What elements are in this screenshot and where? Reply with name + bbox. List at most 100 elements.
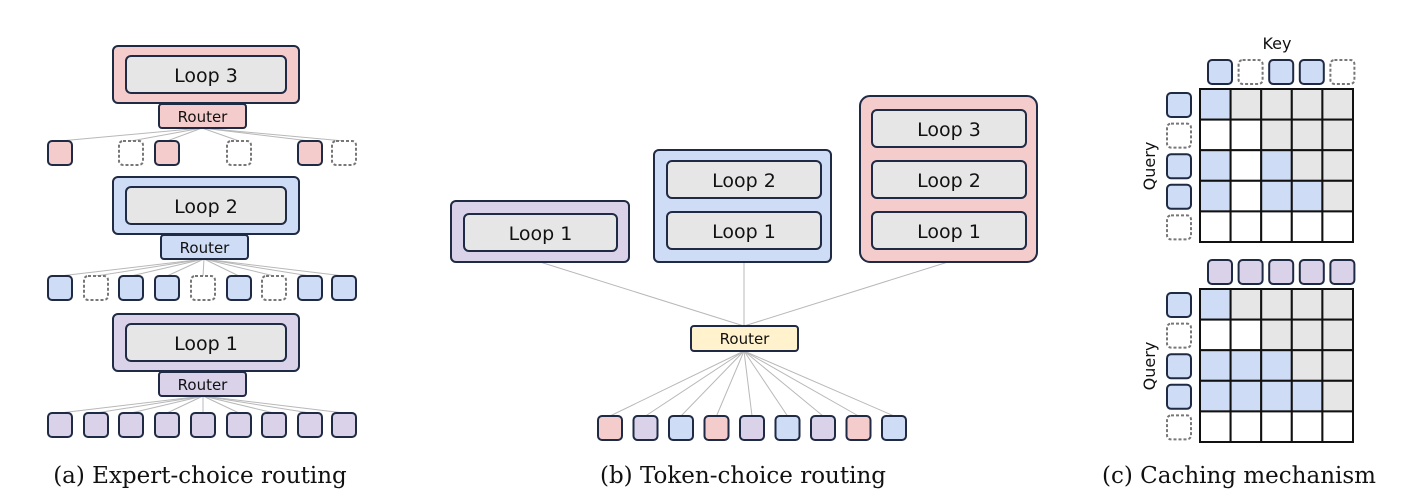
expert-connector-line bbox=[203, 258, 240, 277]
expert-token-row-2-6 bbox=[226, 275, 252, 301]
caching-top-query-token-2 bbox=[1166, 122, 1192, 149]
caching-top-query-token-1 bbox=[1166, 92, 1192, 118]
expert-token-row-2-2 bbox=[83, 275, 109, 301]
caching-bottom-query-token-2 bbox=[1166, 322, 1192, 349]
expert-connector-line bbox=[201, 127, 240, 142]
expert-connector-line bbox=[201, 127, 345, 142]
caching-bottom-cell-2-3 bbox=[1260, 318, 1293, 352]
caching-bottom-key-token-4 bbox=[1298, 259, 1325, 285]
caching-top-cell-1-3 bbox=[1260, 88, 1293, 121]
expert-loop-3-label: Loop 3 bbox=[174, 65, 238, 87]
expert-token-row-2-7 bbox=[261, 275, 287, 301]
caching-top-cell-5-3 bbox=[1260, 210, 1293, 243]
token-stack-1-loop-1 bbox=[463, 213, 618, 252]
token-choice-tokens bbox=[597, 415, 907, 441]
token-stack-3-loop-1-label: Loop 1 bbox=[917, 221, 981, 243]
panel-expert-choice: Loop 3 Router Loop 2 Router Loop 1 Route… bbox=[47, 45, 357, 489]
expert-choice-connectors bbox=[59, 127, 345, 414]
caching-top-cell-5-2 bbox=[1229, 210, 1263, 243]
token-connector-line bbox=[680, 350, 745, 417]
token-choice-router: Router bbox=[690, 325, 799, 352]
token-stack-2: Loop 2 Loop 1 bbox=[653, 149, 832, 263]
expert-connector-line bbox=[59, 395, 204, 414]
expert-connector-line bbox=[166, 395, 204, 414]
caching-bottom-cell-5-1 bbox=[1199, 410, 1232, 443]
caching-bottom-key-token-1 bbox=[1207, 259, 1233, 285]
caching-top-matrix bbox=[1166, 59, 1356, 243]
caching-top-cell-4-2 bbox=[1229, 179, 1263, 213]
token-stack-3: Loop 3 Loop 2 Loop 1 bbox=[859, 95, 1038, 263]
expert-connector-line bbox=[59, 127, 203, 142]
key-axis-label: Key bbox=[1262, 34, 1291, 53]
caching-bottom-key-token-3 bbox=[1268, 259, 1295, 285]
caching-top-cell-1-4 bbox=[1290, 88, 1324, 121]
expert-loop-2-block: Loop 2 bbox=[112, 176, 300, 235]
caching-bottom-cell-5-5 bbox=[1321, 410, 1355, 443]
caching-top-cell-2-3 bbox=[1260, 118, 1293, 152]
caching-bottom-cell-3-2 bbox=[1229, 349, 1263, 382]
token-choice-token-9 bbox=[881, 415, 907, 441]
token-stack-3-loop-2 bbox=[871, 160, 1027, 199]
expert-connector-line bbox=[95, 258, 205, 277]
caching-bottom-key-token-2 bbox=[1237, 259, 1264, 285]
expert-connector-line bbox=[202, 395, 345, 414]
expert-router-3-box bbox=[158, 103, 247, 129]
caching-bottom-cell-3-3 bbox=[1260, 349, 1293, 382]
expert-connector-line bbox=[201, 127, 311, 142]
panel-caching: Key Query Query (c) Caching mechanism bbox=[1102, 34, 1376, 489]
expert-connector-line bbox=[130, 127, 203, 142]
caching-top-cell-3-3 bbox=[1260, 149, 1293, 182]
token-choice-token-3 bbox=[668, 415, 694, 441]
token-choice-token-6 bbox=[774, 415, 801, 441]
expert-token-row-2-5 bbox=[190, 275, 216, 301]
caching-top-query-token-3 bbox=[1166, 153, 1192, 180]
caching-bottom-cell-4-4 bbox=[1290, 379, 1324, 413]
expert-router-3: Router bbox=[158, 103, 247, 129]
caching-bottom-cell-2-4 bbox=[1290, 318, 1324, 352]
caching-top-key-token-2 bbox=[1237, 59, 1264, 85]
expert-router-1-box bbox=[158, 371, 247, 397]
caching-bottom-cell-4-1 bbox=[1199, 379, 1232, 413]
caching-bottom-cell-5-4 bbox=[1290, 410, 1324, 443]
expert-token-row-1-4 bbox=[154, 140, 180, 166]
token-choice-router-box bbox=[690, 325, 799, 352]
caching-top-cell-3-4 bbox=[1290, 149, 1324, 182]
token-connector-line bbox=[743, 350, 753, 417]
caching-bottom-cell-2-2 bbox=[1229, 318, 1263, 352]
expert-loop-2-inner bbox=[125, 186, 287, 225]
caching-bottom-cell-2-5 bbox=[1321, 318, 1355, 352]
caching-top-key-token-5 bbox=[1329, 59, 1356, 85]
token-stack-3-loop-1 bbox=[871, 211, 1027, 250]
token-stack-1-loop-1-label: Loop 1 bbox=[509, 223, 573, 245]
caching-bottom-cell-2-1 bbox=[1199, 318, 1232, 352]
expert-connector-line bbox=[202, 395, 275, 414]
expert-router-1-label: Router bbox=[178, 376, 229, 394]
token-choice-token-8 bbox=[845, 415, 872, 441]
caching-top-cell-2-1 bbox=[1199, 118, 1232, 152]
expert-choice-tokens bbox=[47, 140, 357, 438]
expert-loop-1-block: Loop 1 bbox=[112, 313, 300, 372]
caching-top-cell-5-4 bbox=[1290, 210, 1324, 243]
caching-top-cell-4-4 bbox=[1290, 179, 1324, 213]
expert-connector-line bbox=[166, 258, 205, 277]
expert-token-row-2-1 bbox=[47, 275, 73, 301]
caching-top-cell-1-2 bbox=[1229, 88, 1263, 121]
caching-bottom-query-token-1 bbox=[1166, 292, 1192, 318]
expert-connector-line bbox=[166, 127, 203, 142]
expert-token-row-1-3 bbox=[118, 140, 144, 166]
caching-top-cell-3-5 bbox=[1321, 149, 1355, 182]
token-stack-3-loop-2-label: Loop 2 bbox=[917, 170, 981, 192]
expert-router-2-label: Router bbox=[180, 239, 231, 257]
caching-bottom-query-token-3 bbox=[1166, 353, 1192, 380]
caching-bottom-key-token-5 bbox=[1329, 259, 1356, 285]
panel-token-choice: Loop 1 Loop 2 Loop 1 Loop 3 Loop 2 Loop … bbox=[450, 95, 1038, 489]
expert-token-row-2-9 bbox=[331, 275, 357, 301]
expert-token-row-1-1 bbox=[47, 140, 73, 166]
token-choice-router-label: Router bbox=[720, 330, 771, 348]
expert-choice-caption: (a) Expert-choice routing bbox=[53, 463, 347, 489]
connector-stack-1 bbox=[539, 261, 745, 327]
expert-loop-3-inner bbox=[125, 55, 287, 94]
caching-bottom-query-token-4 bbox=[1166, 383, 1192, 410]
token-stack-1: Loop 1 bbox=[450, 200, 630, 263]
